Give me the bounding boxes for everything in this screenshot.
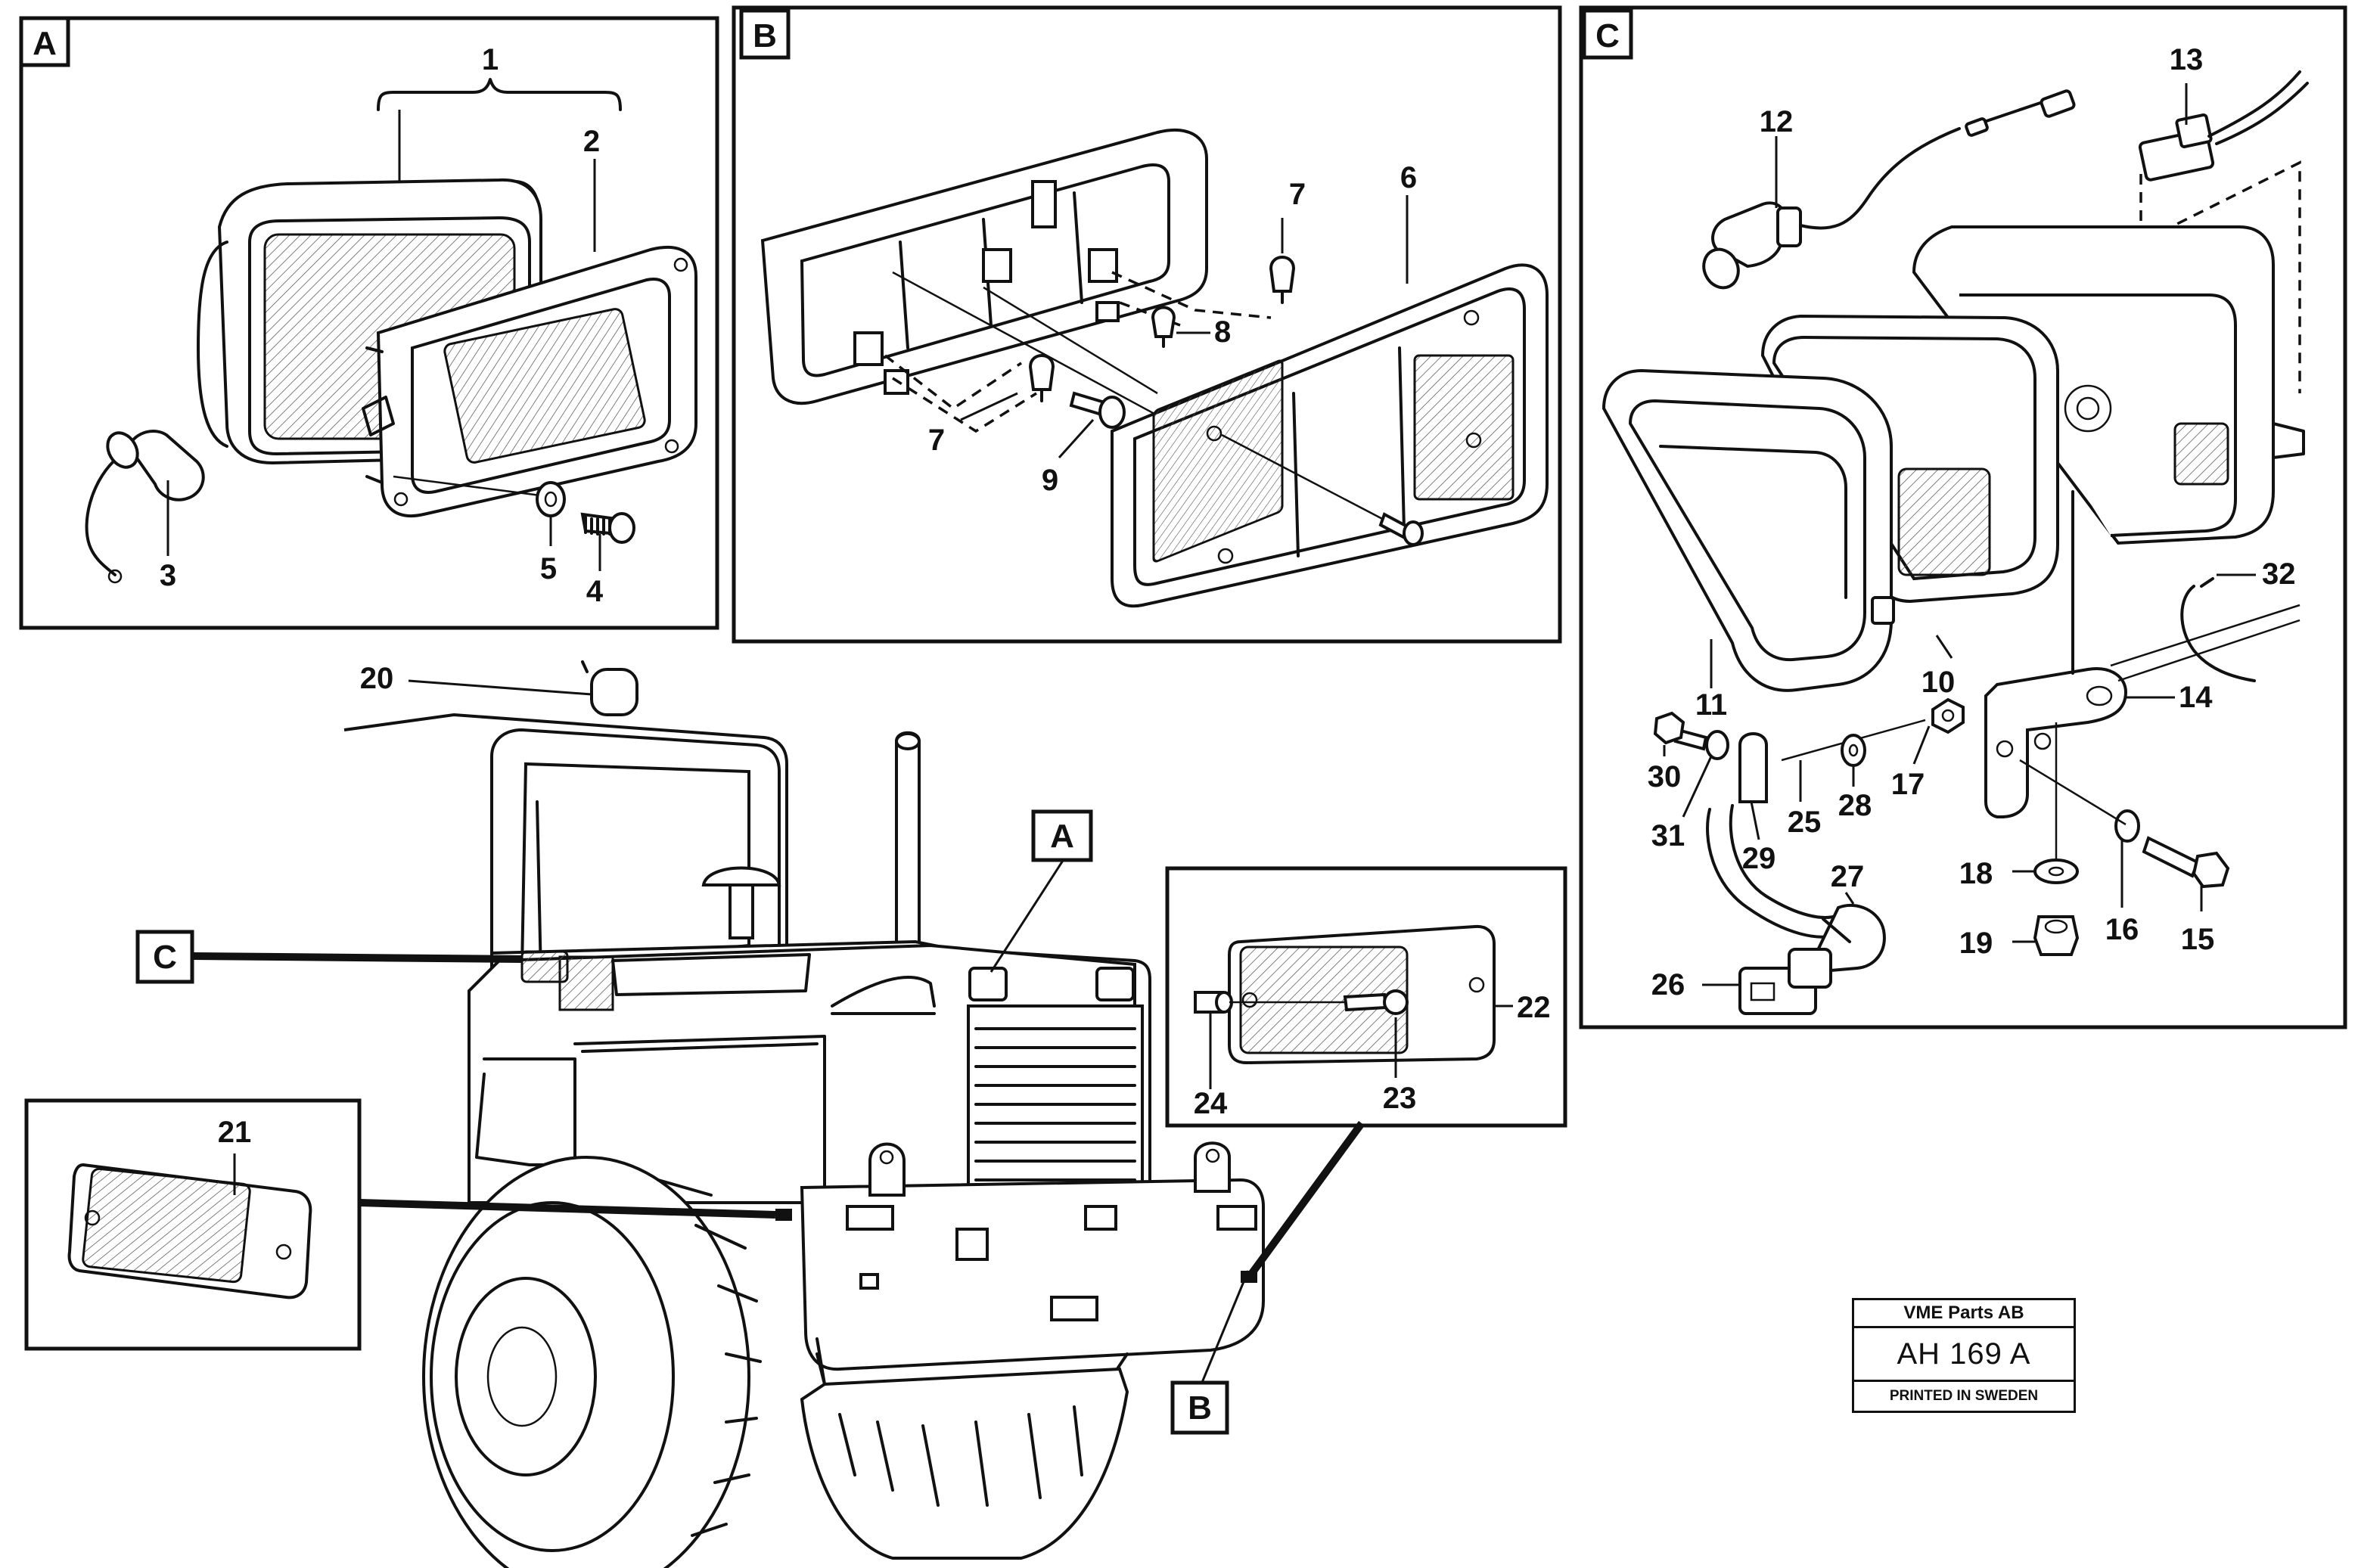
panel-c-letter: C [1595, 17, 1620, 54]
part-label-28: 28 [1838, 789, 1872, 822]
beacon-20 [590, 668, 638, 716]
clamp-32 [2180, 585, 2256, 682]
clip-29 [1706, 732, 1840, 939]
panel-a-frame [19, 16, 719, 630]
bulb-8 [1151, 306, 1176, 348]
panel-b: B [732, 5, 1562, 644]
part-label-13: 13 [2170, 43, 2204, 76]
panel-c: C [1579, 5, 2347, 1029]
screw-9 [1069, 391, 1126, 429]
panel-side-marker: 21 [24, 1098, 362, 1351]
panel-c-label-box [1582, 8, 1633, 60]
part-label-5: 5 [540, 552, 557, 585]
wheel-left [422, 1156, 762, 1568]
part-label-21: 21 [218, 1116, 252, 1149]
panel-b-label-box [739, 8, 791, 60]
part-label-8: 8 [1214, 315, 1231, 349]
part-label-31: 31 [1651, 819, 1685, 852]
part-label-30: 30 [1648, 760, 1682, 793]
part-label-2: 2 [583, 125, 600, 158]
title-block: VME Parts AB AH 169 A PRINTED IN SWEDEN [1852, 1298, 2076, 1413]
headlamp-frame [362, 245, 697, 517]
washer-31 [1705, 730, 1729, 760]
brace-1 [377, 78, 622, 111]
part-label-17: 17 [1891, 768, 1925, 801]
part-label-7-bottom: 7 [928, 424, 945, 457]
bracket-14 [1984, 490, 2128, 818]
worklamp-rim-11 [1602, 368, 1895, 692]
part-label-24: 24 [1194, 1087, 1228, 1120]
part-label-20: 20 [360, 662, 394, 695]
part-label-26: 26 [1651, 968, 1685, 1001]
part-label-6: 6 [1400, 161, 1417, 194]
tail-light-housing [760, 128, 1208, 405]
panel-a-letter: A [33, 25, 57, 62]
drawing-number: AH 169 A [1854, 1328, 2074, 1382]
panel-b-frame [732, 5, 1562, 644]
bulb-7-bottom [1028, 354, 1055, 402]
part-label-11: 11 [1695, 688, 1727, 722]
printed-notice: PRINTED IN SWEDEN [1889, 1388, 2039, 1404]
tail-light-lens [1111, 263, 1549, 608]
connector-26 [1738, 948, 1832, 1015]
nut-19 [2033, 915, 2080, 956]
bushing-24 [1194, 991, 1233, 1014]
screw-30 [1653, 711, 1708, 751]
lens-screw [1378, 512, 1424, 546]
washer-28 [1841, 734, 1866, 767]
part-label-15: 15 [2181, 923, 2215, 956]
part-label-4: 4 [586, 575, 604, 608]
part-label-27: 27 [1831, 860, 1865, 893]
company-name: VME Parts AB [1854, 1300, 2074, 1328]
screw-23 [1343, 989, 1409, 1015]
wheel-loader [343, 660, 1265, 1568]
part-label-7-top: 7 [1289, 178, 1306, 211]
callout-c-letter: C [153, 939, 177, 976]
washer-5 [536, 481, 566, 517]
panel-rear-marker: 22 24 23 [1165, 866, 1567, 1128]
grille [967, 1004, 1144, 1212]
callout-b-box [1170, 1380, 1229, 1435]
part-label-3: 3 [160, 559, 176, 592]
part-label-22: 22 [1517, 991, 1551, 1024]
callout-c-box [135, 930, 194, 984]
wheel-right [800, 1367, 1129, 1560]
bulb-3 [85, 430, 205, 584]
callout-a-letter: A [1050, 818, 1074, 855]
part-label-10: 10 [1922, 666, 1956, 699]
washer-18 [2033, 859, 2079, 884]
bulb-12 [1702, 89, 2076, 290]
callout-b-letter: B [1188, 1389, 1212, 1427]
panel-b-letter: B [753, 17, 777, 54]
part-label-29: 29 [1742, 842, 1776, 875]
connector-13 [2138, 70, 2309, 182]
part-label-19: 19 [1959, 927, 1993, 960]
part-label-9: 9 [1042, 464, 1058, 497]
part-label-16: 16 [2105, 913, 2139, 946]
part-label-23: 23 [1383, 1082, 1417, 1115]
nut-17 [1931, 697, 1965, 734]
counterweight [800, 1178, 1265, 1371]
bulb-7-top [1269, 256, 1296, 304]
panel-c-frame [1579, 5, 2347, 1029]
part-label-14: 14 [2179, 681, 2213, 714]
side-lamp-marker [775, 1209, 792, 1221]
washer-16 [2114, 809, 2140, 843]
screw-15 [2142, 836, 2230, 889]
part-label-12: 12 [1760, 105, 1794, 138]
callout-a-box [1031, 809, 1093, 862]
part-label-1: 1 [482, 43, 499, 76]
part-label-18: 18 [1959, 857, 1993, 890]
panel-a-label-box [19, 16, 70, 67]
grille-slats [974, 1027, 1136, 1181]
panel-a: A [19, 16, 719, 630]
screw-4 [580, 512, 635, 544]
part-label-32: 32 [2262, 557, 2296, 591]
part-label-25: 25 [1788, 806, 1822, 839]
